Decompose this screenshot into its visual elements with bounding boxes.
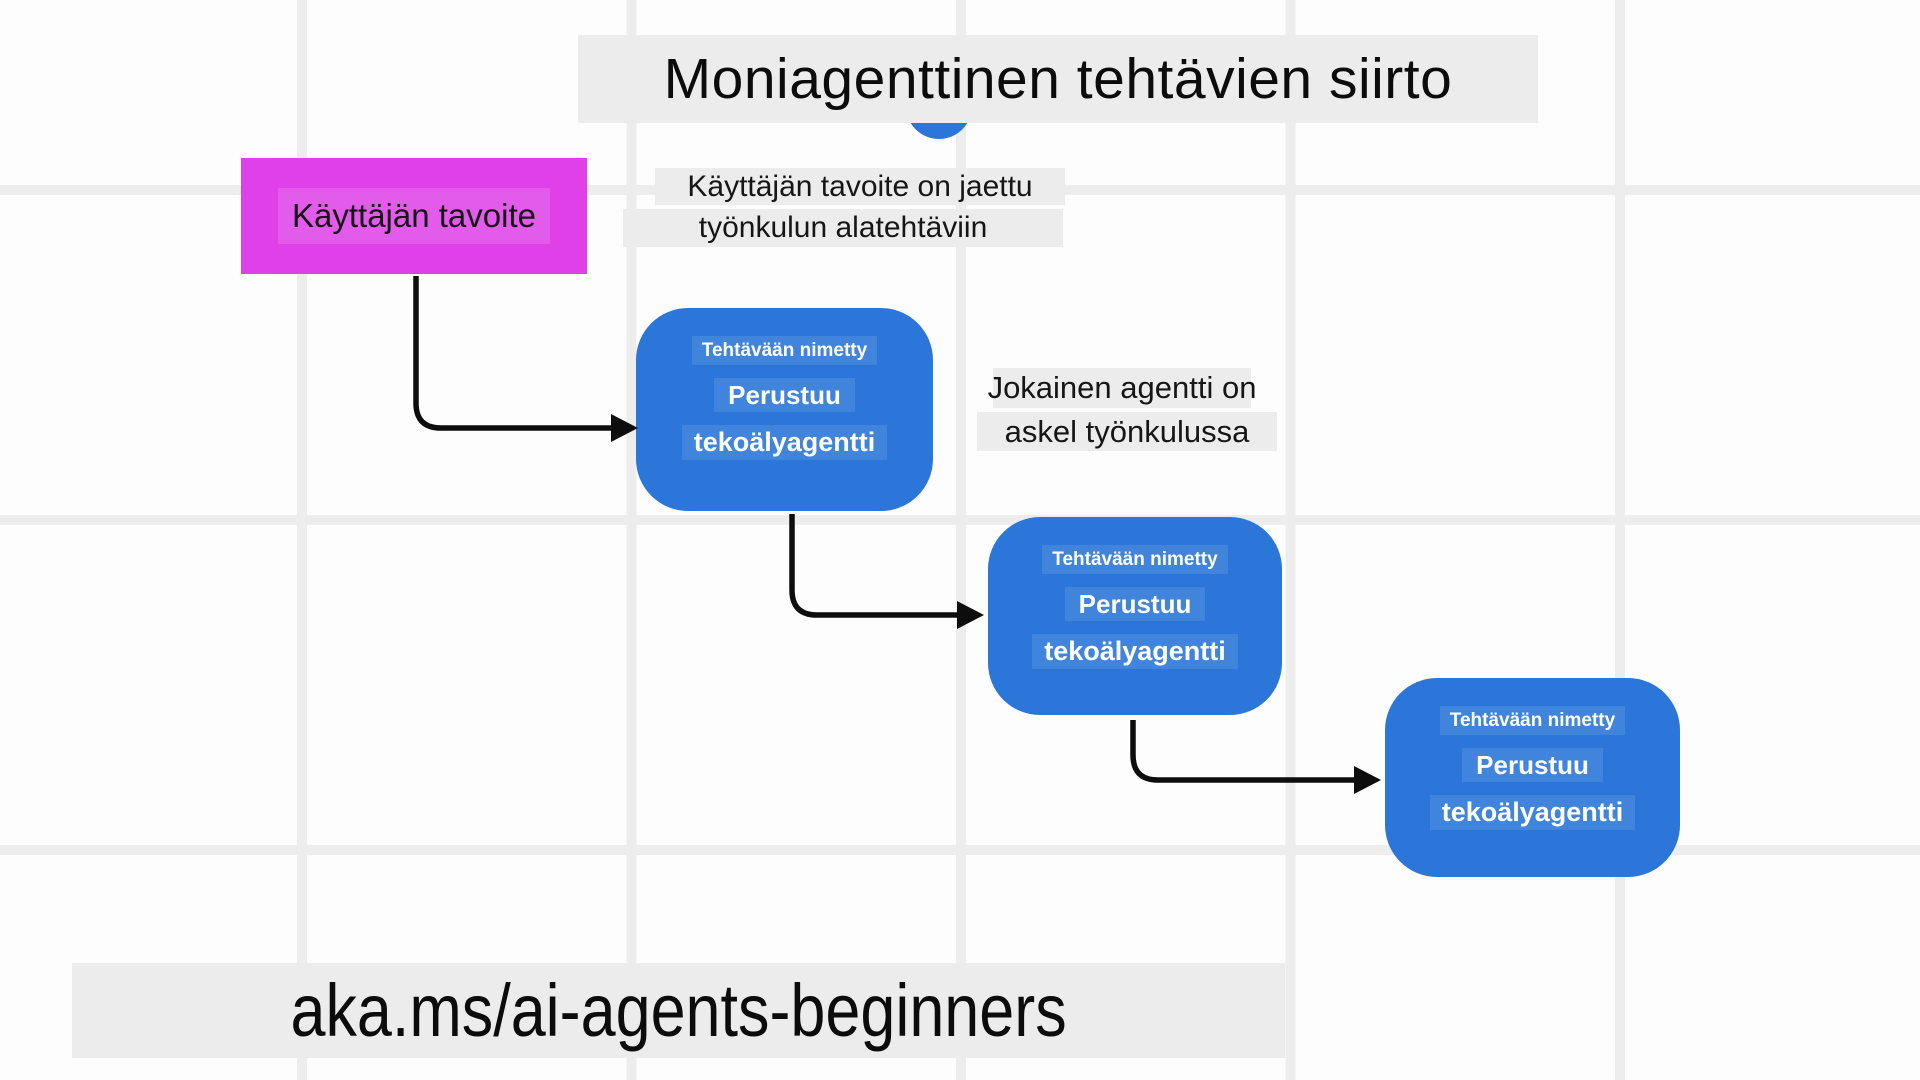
footer-panel: aka.ms/ai-agents-beginners (72, 963, 1285, 1058)
footer-link: aka.ms/ai-agents-beginners (290, 969, 1067, 1052)
agent-box-3: Tehtävään nimetty Perustuu tekoälyagentt… (1385, 678, 1680, 877)
agent-role-label: Tehtävään nimetty (1439, 706, 1626, 735)
agent-box-2: Tehtävään nimetty Perustuu tekoälyagentt… (988, 517, 1282, 715)
note-split-line1: Käyttäjän tavoite on jaettu (655, 168, 1065, 205)
agent-type-label: tekoälyagentti (681, 425, 888, 460)
note-step-line2: askel työnkulussa (977, 412, 1277, 451)
page-title: Moniagenttinen tehtävien siirto (663, 47, 1453, 111)
agent-basis-label: Perustuu (714, 378, 855, 412)
agent-role-label: Tehtävään nimetty (1042, 545, 1228, 574)
note-split-line2: työnkulun alatehtäviin (623, 209, 1063, 247)
title-panel: Moniagenttinen tehtävien siirto (578, 35, 1538, 123)
agent-box-1: Tehtävään nimetty Perustuu tekoälyagentt… (636, 308, 933, 511)
agent-role-label: Tehtävään nimetty (691, 336, 878, 365)
agent-basis-label: Perustuu (1064, 587, 1206, 621)
note-step-line1: Jokainen agentti on (988, 368, 1256, 408)
goal-box: Käyttäjän tavoite (241, 158, 587, 274)
goal-label: Käyttäjän tavoite (278, 188, 550, 244)
agent-basis-label: Perustuu (1462, 748, 1603, 782)
agent-type-label: tekoälyagentti (1032, 634, 1238, 669)
agent-type-label: tekoälyagentti (1429, 795, 1636, 830)
